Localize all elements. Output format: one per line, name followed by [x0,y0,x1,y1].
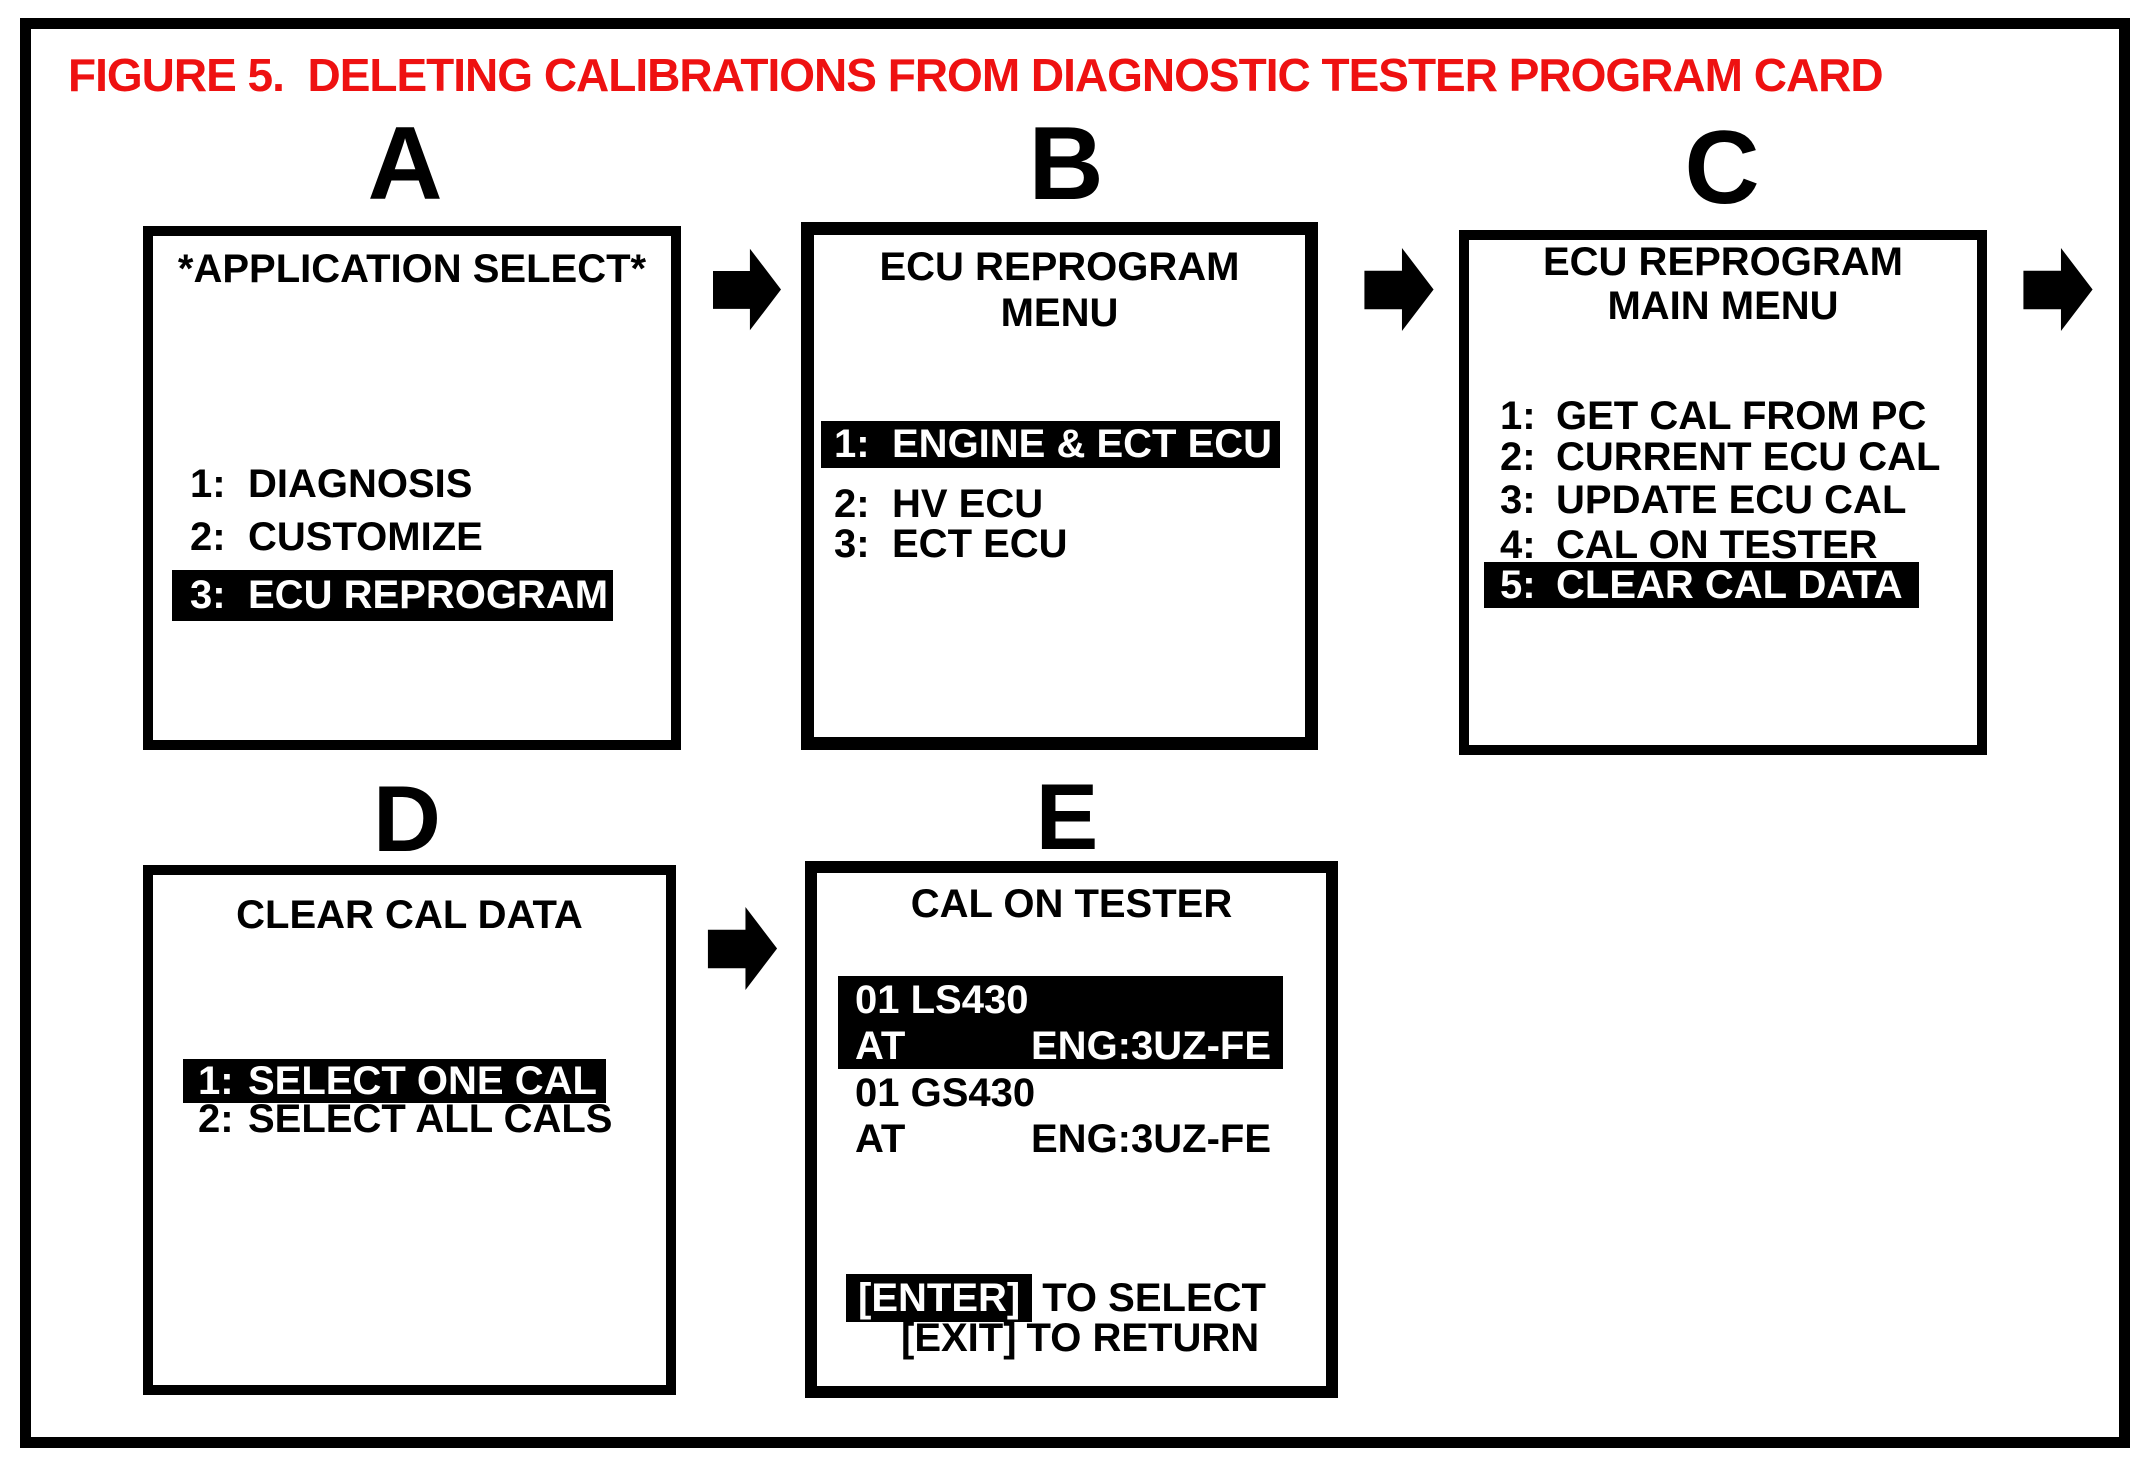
step-label-e: E [1035,764,1099,869]
flow-arrow-c-continue-icon [2023,248,2093,331]
menu-item-cal-on-tester: 4: CAL ON TESTER [1500,523,1878,567]
menu-item-select-one-cal-selected: 1: SELECT ONE CAL [183,1059,606,1103]
menu-item-label: UPDATE ECU CAL [1556,478,1907,522]
screen-c-title-line2: MAIN MENU [1607,284,1839,328]
exit-action-label: TO RETURN [1026,1315,1260,1360]
menu-item-number: 3: [190,573,226,617]
menu-item-label: CUSTOMIZE [248,515,483,559]
menu-item-number: 5: [1500,563,1536,607]
figure-border [20,18,2130,1448]
menu-item-ect-ecu: 3: ECT ECU [834,522,1068,566]
screen-a-title: *APPLICATION SELECT* [177,247,647,291]
menu-item-label: ENGINE & ECT ECU [892,422,1273,466]
cal-entry-engine: ENG:3UZ-FE [1031,1117,1271,1161]
menu-item-update-ecu-cal: 3: UPDATE ECU CAL [1500,478,1906,522]
menu-item-label: CLEAR CAL DATA [1556,563,1903,607]
enter-action-label: TO SELECT [1042,1275,1266,1320]
flow-arrow-b-to-c-icon [1364,248,1434,331]
menu-item-label: CAL ON TESTER [1556,523,1878,567]
screen-cal-on-tester: CAL ON TESTER 01 LS430 AT ENG:3UZ-FE 01 … [805,861,1338,1398]
menu-item-hv-ecu: 2: HV ECU [834,482,1043,526]
menu-item-number: 1: [190,462,226,506]
exit-key-label: [EXIT] [901,1315,1017,1360]
cal-entry-model: 01 LS430 [855,978,1029,1022]
figure-title: FIGURE 5. DELETING CALIBRATIONS FROM DIA… [68,49,1884,101]
menu-item-number: 1: [198,1059,234,1103]
menu-item-label: GET CAL FROM PC [1556,394,1927,438]
screen-ecu-reprogram-menu: ECU REPROGRAM MENU 1: ENGINE & ECT ECU 2:… [801,222,1318,750]
menu-item-number: 2: [834,482,870,526]
menu-item-ecu-reprogram-selected: 3: ECU REPROGRAM [172,570,613,621]
hint-enter-to-select: [ENTER] TO SELECT [846,1274,1266,1322]
menu-item-number: 3: [834,522,870,566]
menu-item-diagnosis: 1: DIAGNOSIS [190,462,472,506]
menu-item-customize: 2: CUSTOMIZE [190,515,483,559]
step-label-d: D [373,766,441,871]
menu-item-number: 1: [834,422,870,466]
screen-clear-cal-data: CLEAR CAL DATA 1: SELECT ONE CAL 2: SELECT… [143,865,676,1395]
menu-item-number: 2: [198,1097,234,1141]
step-label-a: A [367,106,443,222]
enter-key-label: [ENTER] [846,1274,1033,1322]
menu-item-label: ECU REPROGRAM [248,573,609,617]
screen-b-title-line2: MENU [1000,291,1119,335]
screen-application-select: *APPLICATION SELECT* 1: DIAGNOSIS 2: CUSTO… [143,226,681,750]
menu-item-number: 3: [1500,478,1536,522]
screen-ecu-reprogram-main-menu: ECU REPROGRAM MAIN MENU 1: GET CAL FROM P… [1459,230,1987,755]
menu-item-label: SELECT ONE CAL [248,1059,597,1103]
cal-entry-engine: ENG:3UZ-FE [1031,1024,1271,1068]
cal-entry-model: 01 GS430 [855,1071,1036,1115]
cal-entry-transmission: AT [855,1117,906,1161]
menu-item-get-cal-from-pc: 1: GET CAL FROM PC [1500,394,1926,438]
cal-entry-transmission: AT [855,1024,906,1068]
menu-item-engine-ect-ecu-selected: 1: ENGINE & ECT ECU [821,421,1280,468]
menu-item-label: SELECT ALL CALS [248,1097,613,1141]
flow-arrow-d-to-e-icon [707,907,778,990]
menu-item-label: CURRENT ECU CAL [1556,435,1941,479]
screen-e-title: CAL ON TESTER [910,882,1233,926]
hint-exit-to-return: [EXIT] TO RETURN [901,1315,1260,1360]
menu-item-current-ecu-cal: 2: CURRENT ECU CAL [1500,435,1940,479]
menu-item-label: HV ECU [892,482,1044,526]
screen-b-title-line1: ECU REPROGRAM [879,245,1240,289]
screen-c-title-line1: ECU REPROGRAM [1542,240,1904,284]
screen-d-title: CLEAR CAL DATA [236,893,583,937]
step-label-c: C [1684,110,1760,226]
cal-entry-ls430-selected: 01 LS430 AT ENG:3UZ-FE [838,976,1283,1069]
menu-item-label: DIAGNOSIS [248,462,473,506]
menu-item-select-all-cals: 2: SELECT ALL CALS [198,1097,612,1141]
menu-item-number: 4: [1500,523,1536,567]
flow-arrow-a-to-b-icon [713,248,781,331]
menu-item-number: 1: [1500,394,1536,438]
step-label-b: B [1028,106,1104,222]
menu-item-clear-cal-data-selected: 5: CLEAR CAL DATA [1484,562,1919,608]
menu-item-number: 2: [1500,435,1536,479]
menu-item-number: 2: [190,515,226,559]
menu-item-label: ECT ECU [892,522,1068,566]
